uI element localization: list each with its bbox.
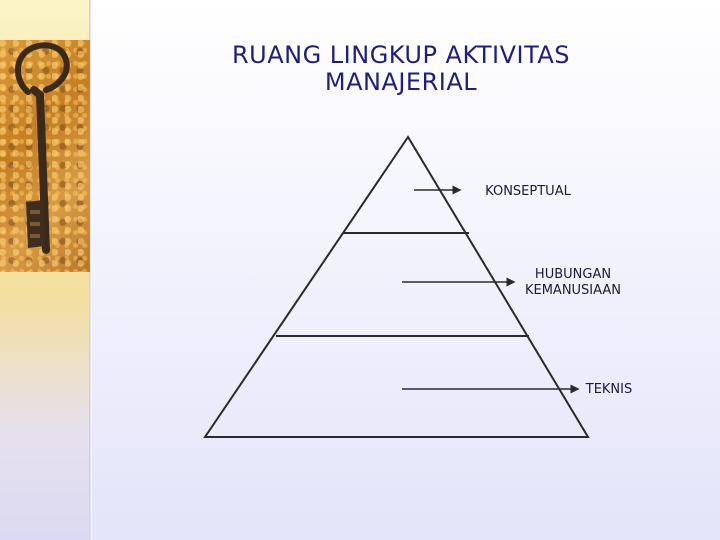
level-label-konseptual: KONSEPTUAL: [478, 184, 578, 200]
level-label-line: HUBUNGAN: [514, 267, 632, 283]
level-label-line: TEKNIS: [586, 382, 633, 397]
level-label-hubungan: HUBUNGAN KEMANUSIAAN: [514, 267, 632, 299]
level-label-line: KEMANUSIAAN: [514, 283, 632, 299]
level-label-line: KONSEPTUAL: [485, 184, 571, 199]
level-label-teknis: TEKNIS: [578, 382, 640, 398]
